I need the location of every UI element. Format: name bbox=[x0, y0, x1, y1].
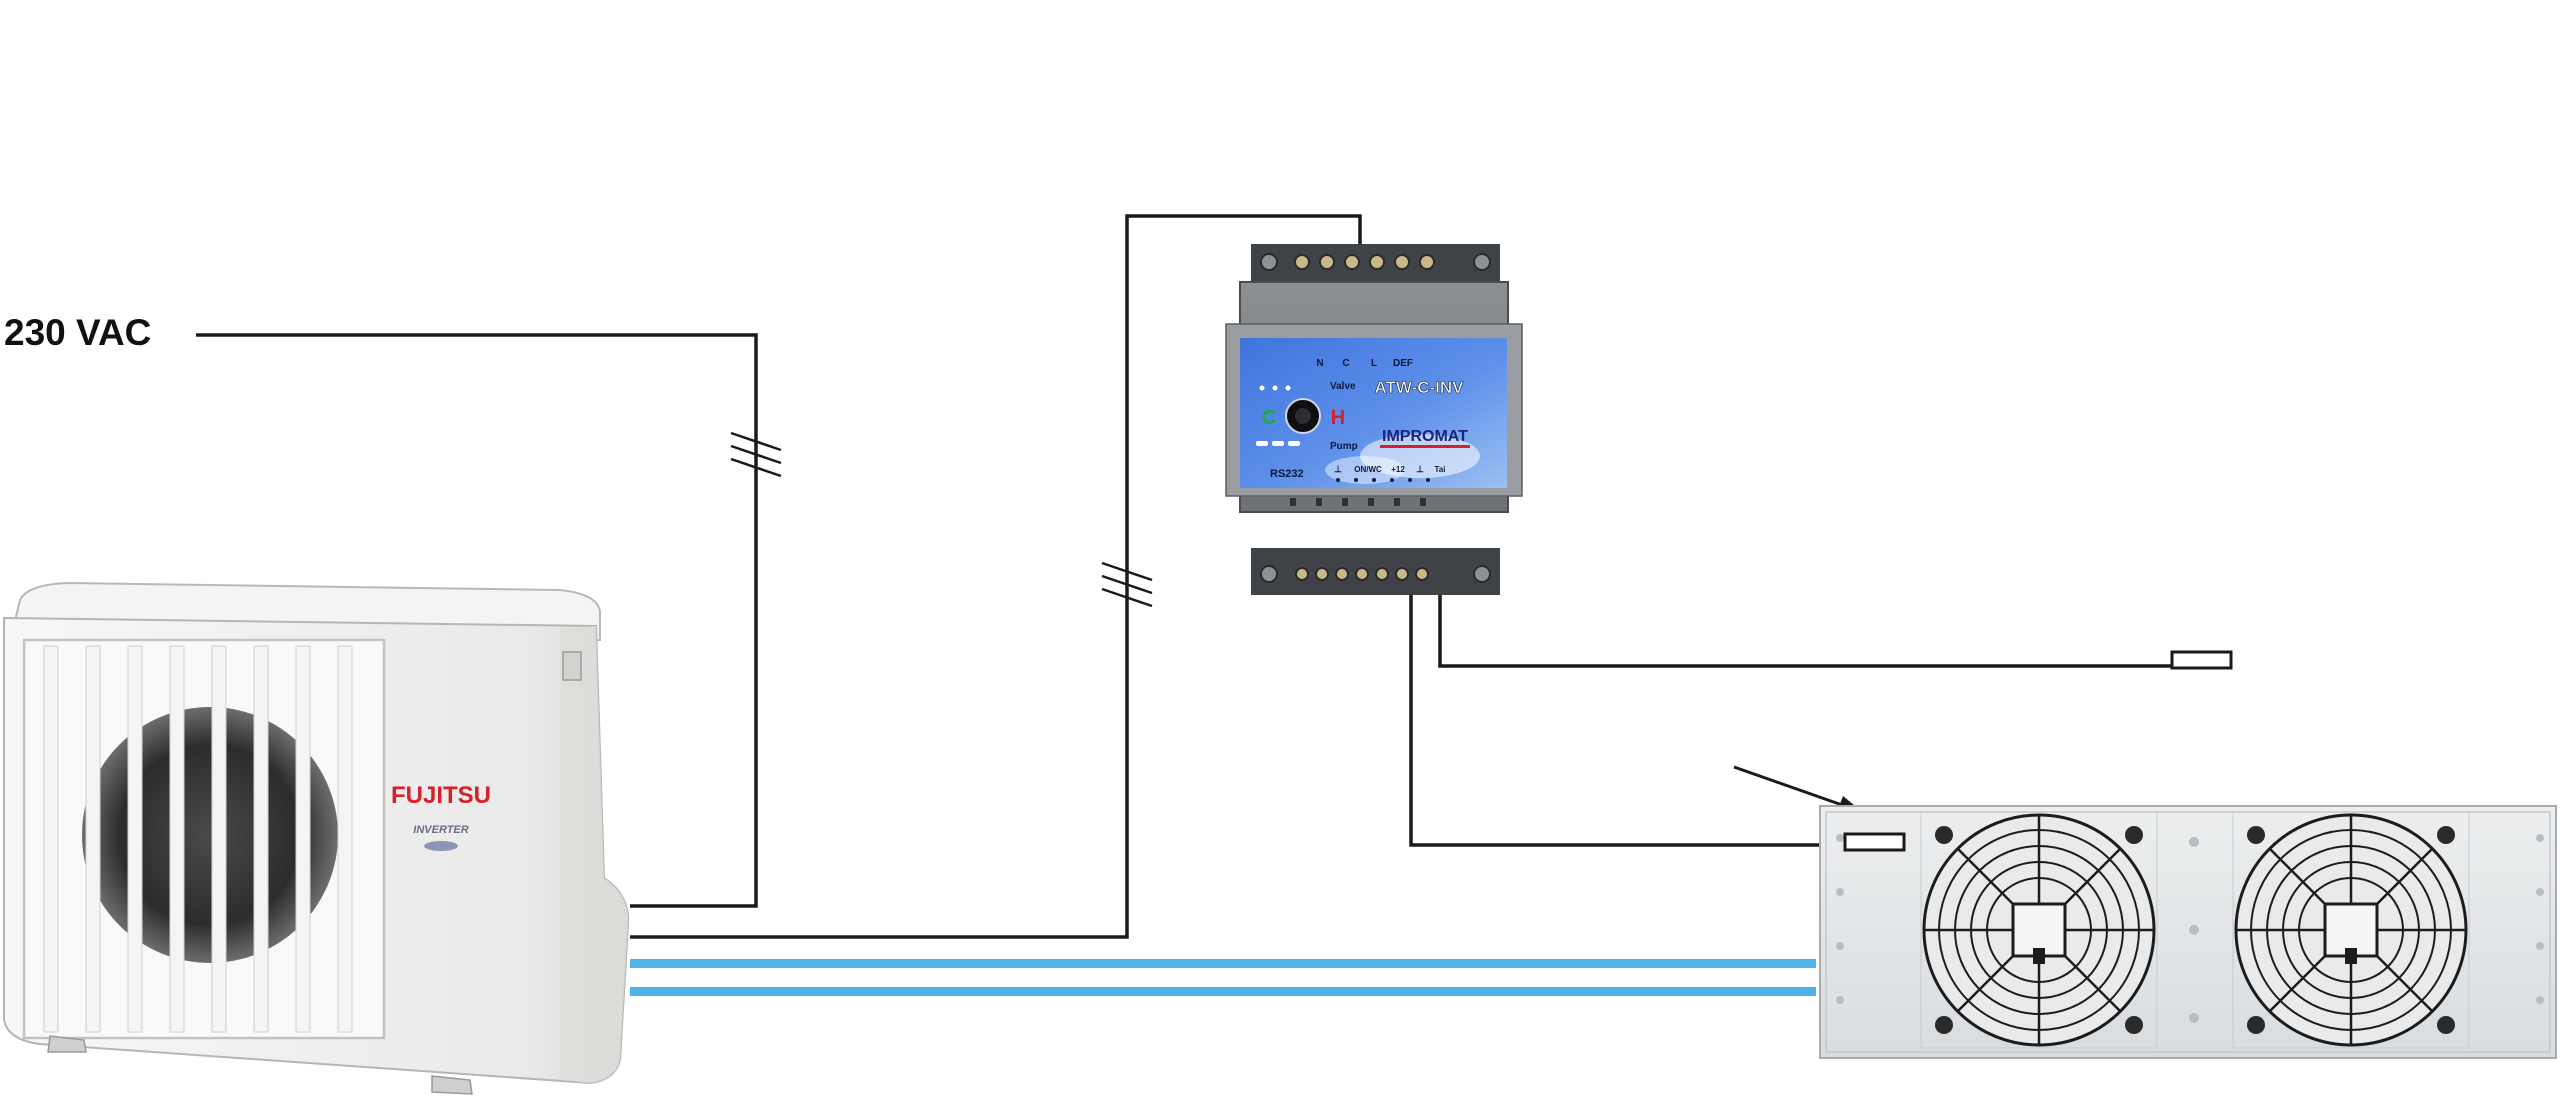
bottom-terminal-gnd-2: ⊥ bbox=[1416, 464, 1424, 474]
atw-controller: N C L DEF ATW-C-INV C H Valve Pump IMPRO… bbox=[1225, 244, 1523, 595]
communication-wire bbox=[630, 214, 1362, 939]
refrigerant-pipes bbox=[630, 959, 1816, 996]
refrigerant-pipe-lower bbox=[630, 987, 1816, 996]
outdoor-unit-sub-brand: INVERTER bbox=[413, 824, 468, 836]
led-label-c: C bbox=[1262, 407, 1276, 429]
ambient-temperature-sensor bbox=[2170, 650, 2233, 670]
pump-label: Pump bbox=[1330, 441, 1358, 452]
evaporator-fan-icon bbox=[2232, 811, 2470, 1049]
led-label-h: H bbox=[1331, 407, 1345, 429]
terminal-label-c: C bbox=[1342, 358, 1349, 369]
bottom-terminal-tai: Tai bbox=[1435, 465, 1446, 474]
power-supply-label: 230 VAC bbox=[4, 312, 152, 353]
controller-maker: IMPROMAT bbox=[1382, 428, 1468, 445]
sensor-wire-coil bbox=[1409, 595, 1845, 847]
valve-label: Valve bbox=[1330, 381, 1356, 392]
refrigerant-pipe-upper bbox=[630, 959, 1816, 968]
rs232-label: RS232 bbox=[1270, 468, 1304, 480]
coil-temperature-sensor-overlay bbox=[1843, 832, 1906, 852]
grille-bars bbox=[43, 645, 353, 1033]
inverter-badge-icon bbox=[424, 841, 458, 851]
bottom-terminal-12v: +12 bbox=[1391, 465, 1405, 474]
bottom-terminal-gnd-1: ⊥ bbox=[1334, 464, 1342, 474]
power-wire bbox=[196, 333, 758, 908]
communication-wire-marks bbox=[1101, 561, 1153, 608]
bottom-terminal-on-wc: ON/WC bbox=[1354, 465, 1382, 474]
evaporator-unit bbox=[1819, 805, 2557, 1059]
sensor-wire-ambient bbox=[1438, 595, 2172, 668]
outdoor-unit-brand: FUJITSU bbox=[391, 782, 491, 809]
terminal-label-def: DEF bbox=[1393, 358, 1413, 369]
power-wire-marks bbox=[730, 431, 782, 478]
terminal-label-l: L bbox=[1371, 358, 1377, 369]
outdoor-unit: FUJITSU INVERTER bbox=[3, 581, 630, 1095]
outdoor-fan-icon bbox=[82, 707, 338, 963]
terminal-label-n: N bbox=[1316, 358, 1323, 369]
controller-model: ATW-C-INV bbox=[1374, 378, 1464, 397]
evaporator-fan-icon bbox=[1920, 811, 2158, 1049]
